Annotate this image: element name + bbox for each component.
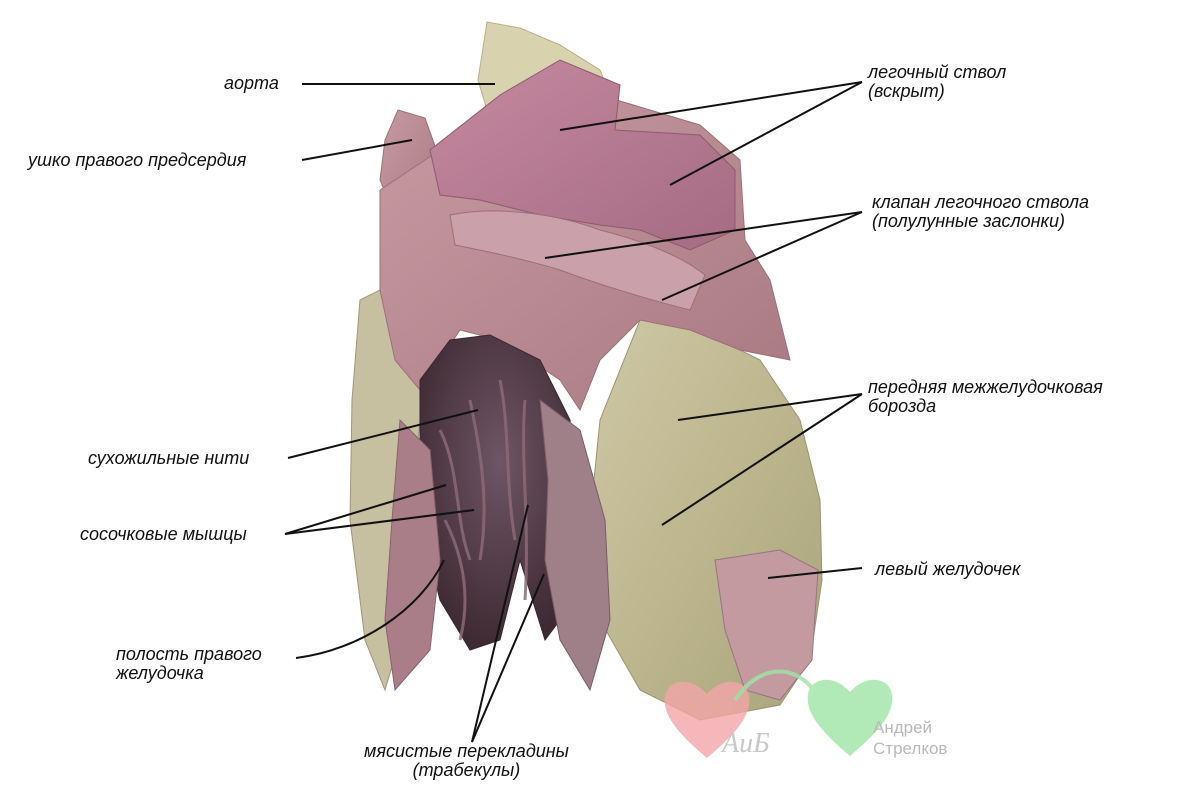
label-chordae-tendineae: сухожильные нити bbox=[88, 448, 250, 468]
label-left-ventricle: левый желудочек bbox=[875, 559, 1021, 579]
leader-lines bbox=[284, 81, 863, 743]
leader-sulcus-1 bbox=[677, 393, 863, 421]
leader-pulmonary-trunk-2 bbox=[669, 81, 863, 186]
label-trabeculae: мясистые перекладины (трабекулы) bbox=[364, 741, 569, 780]
leader-papillary-2 bbox=[284, 509, 475, 535]
lv-flap-shape bbox=[714, 549, 819, 701]
logo-arc bbox=[733, 669, 822, 702]
label-papillary-muscles: сосочковые мышцы bbox=[80, 524, 247, 544]
leader-valve-1 bbox=[544, 211, 863, 259]
leader-right-auricle bbox=[301, 139, 413, 161]
leader-left-ventricle bbox=[767, 567, 863, 579]
label-pulmonary-valve: клапан легочного ствола (полулунные засл… bbox=[872, 192, 1090, 231]
valve-cusps-shape bbox=[449, 210, 706, 311]
leader-rv-cavity bbox=[295, 559, 445, 659]
leader-papillary-1 bbox=[284, 484, 447, 535]
label-anterior-interventricular-sulcus: передняя межжелудочковая борозда bbox=[868, 377, 1103, 416]
leader-sulcus-2 bbox=[661, 393, 863, 526]
trabeculae-wall-shape bbox=[539, 398, 611, 692]
green-heart-icon bbox=[807, 679, 893, 756]
label-pulmonary-trunk: легочный ствол (вскрыт) bbox=[868, 62, 1007, 101]
label-rv-cavity: полость правого желудочка bbox=[116, 644, 262, 683]
leader-trabeculae-1 bbox=[471, 504, 529, 743]
label-aorta: аорта bbox=[224, 73, 279, 93]
watermark-author: Андрей Стрелков bbox=[873, 718, 948, 758]
leader-chordae bbox=[287, 409, 479, 459]
trabecular-strands bbox=[438, 379, 528, 641]
watermark-letters: АиБ bbox=[722, 728, 770, 759]
rv-left-wall-shape bbox=[384, 418, 441, 692]
leader-trabeculae-2 bbox=[471, 573, 545, 743]
label-right-auricle: ушко правого предсердия bbox=[28, 150, 247, 170]
pink-heart-icon bbox=[664, 681, 750, 758]
watermark-logo bbox=[664, 669, 893, 758]
leader-valve-2 bbox=[661, 211, 863, 301]
leader-pulmonary-trunk-1 bbox=[559, 81, 863, 131]
